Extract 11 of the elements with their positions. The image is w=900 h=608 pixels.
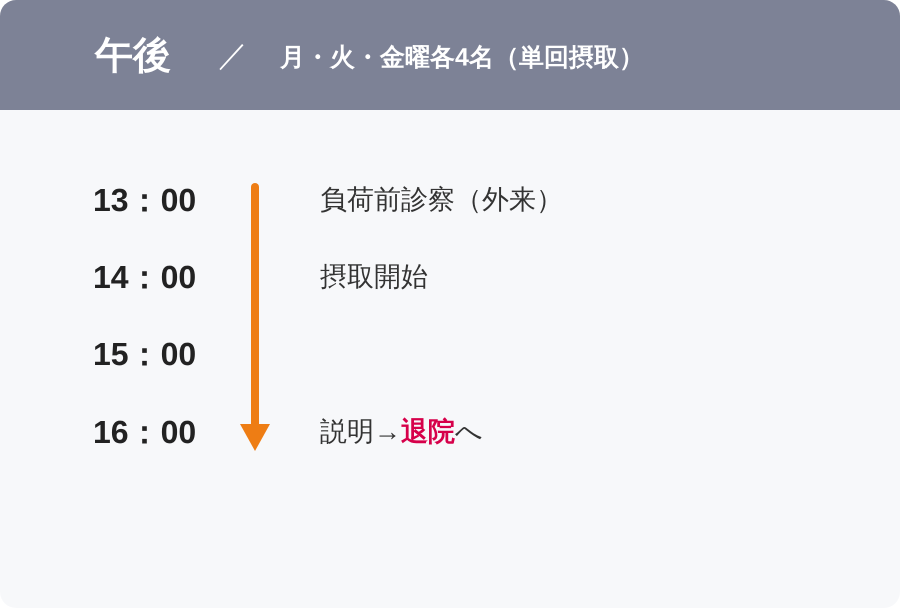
time-label: 14：00 [93,261,196,293]
step-text: 負荷前診察（外来） [320,186,563,214]
step-text: 摂取開始 [320,264,428,290]
header-title: 午後 [95,37,171,75]
step-text: 説明→退院へ [320,418,483,446]
time-label: 16：00 [93,416,196,448]
header-band [0,0,900,110]
header-subtitle: 月・火・金曜各4名（単回摂取） [280,46,644,70]
time-label: 13：00 [93,184,196,216]
separator-slash: ／ [218,41,248,71]
time-label: 15：00 [93,338,196,370]
